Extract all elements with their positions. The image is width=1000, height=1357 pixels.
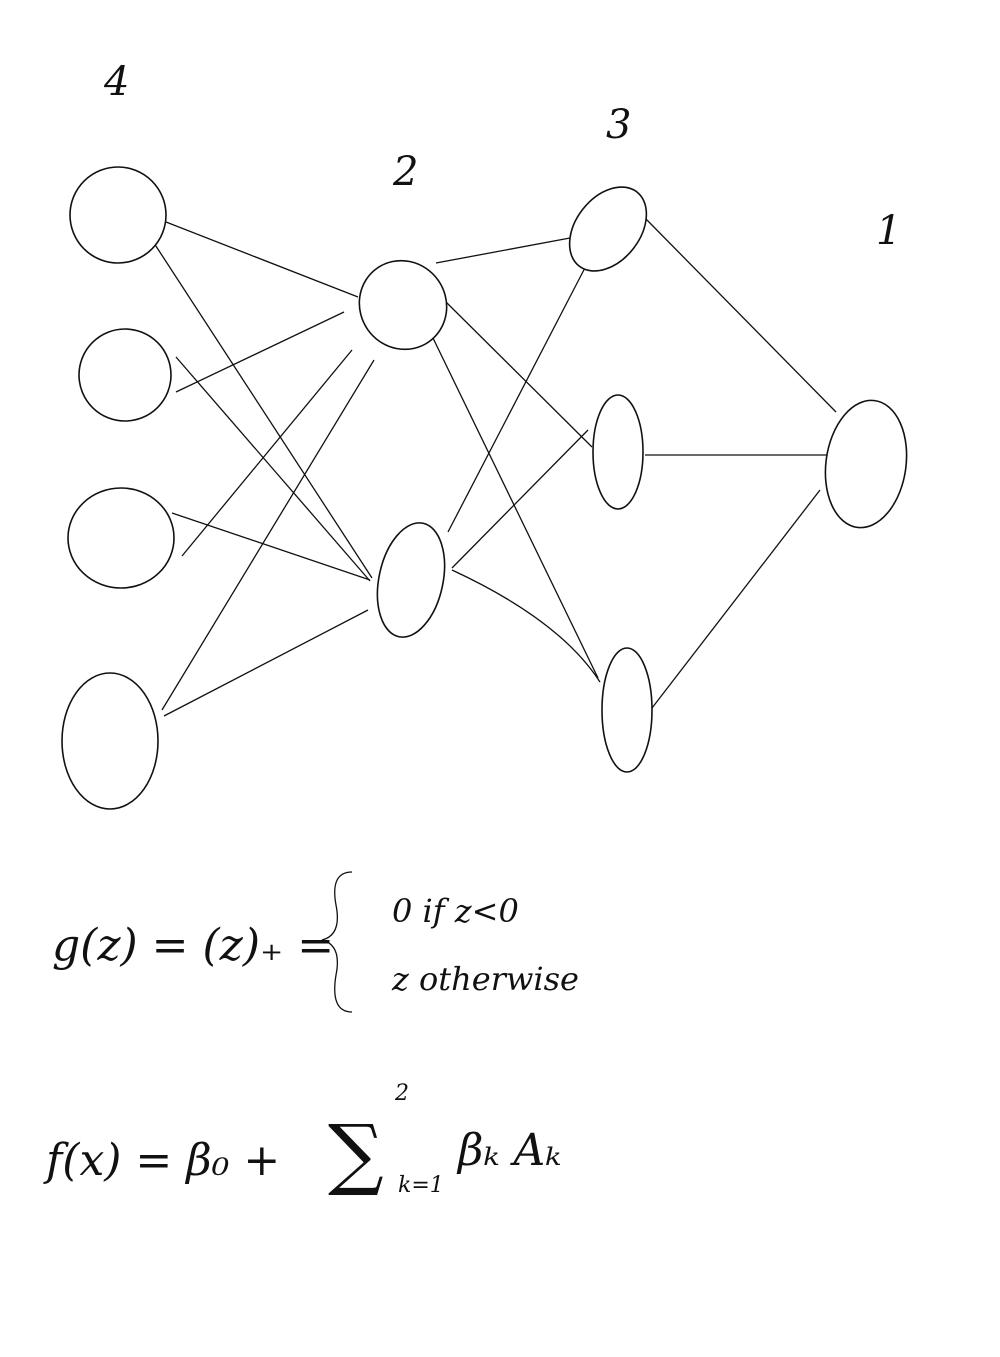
edge-l2n2-l3n2 bbox=[451, 429, 589, 569]
layer-input bbox=[61, 166, 175, 810]
activation-equation-lhs: g(z) = (z)₊ = bbox=[52, 920, 334, 971]
node-hidden1-2 bbox=[376, 522, 446, 638]
node-input-2 bbox=[78, 328, 172, 422]
edge-l2n1-l3n2 bbox=[445, 301, 593, 448]
node-input-3 bbox=[67, 487, 175, 589]
output-equation: f(x) = β₀ + 2 ∑ k=1 βₖ Aₖ bbox=[43, 1081, 561, 1199]
node-hidden2-3 bbox=[601, 647, 653, 773]
edge-l1n2-l2n1 bbox=[175, 311, 345, 393]
edge-l2n2-l3n1 bbox=[447, 261, 589, 533]
output-sum-symbol: ∑ bbox=[328, 1109, 384, 1199]
edge-l1n4-l2n2 bbox=[163, 609, 369, 717]
activation-equation: g(z) = (z)₊ = 0 if z<0 z otherwise bbox=[52, 871, 579, 1013]
layer-hidden-1 bbox=[358, 259, 448, 638]
layer-hidden-2 bbox=[568, 186, 653, 773]
layer-size-label-hidden-1: 2 bbox=[392, 149, 418, 195]
edge-l3n3-l4n1 bbox=[651, 489, 821, 709]
edge-l1n3-l2n2 bbox=[171, 512, 371, 581]
output-equation-lhs: f(x) = β₀ + bbox=[43, 1135, 280, 1186]
layer-size-label-hidden-2: 3 bbox=[606, 102, 631, 148]
edge-l3n1-l4n1 bbox=[644, 217, 837, 413]
node-input-1 bbox=[69, 166, 167, 264]
edge-l1n4-l2n1 bbox=[161, 359, 375, 711]
layer-size-label-output: 1 bbox=[876, 208, 901, 254]
edge-l2n1-l3n1 bbox=[435, 237, 571, 264]
layer-size-label-input: 4 bbox=[103, 59, 129, 105]
layer-output bbox=[824, 399, 908, 529]
edge-l2n2-l3n3 bbox=[451, 569, 601, 683]
edge-l1n2-l2n2 bbox=[175, 356, 371, 582]
edge-l1n1-l2n2 bbox=[151, 239, 373, 579]
node-hidden1-1 bbox=[358, 259, 448, 351]
output-sum-term: βₖ Aₖ bbox=[456, 1125, 561, 1176]
node-hidden2-2 bbox=[592, 394, 644, 510]
edge-l1n1-l2n1 bbox=[165, 221, 359, 298]
activation-case-negative: 0 if z<0 bbox=[392, 892, 519, 930]
node-input-4 bbox=[61, 672, 159, 810]
edge-l1n3-l2n1 bbox=[181, 349, 353, 557]
output-sum-lower-limit: k=1 bbox=[398, 1173, 444, 1198]
activation-case-otherwise: z otherwise bbox=[391, 960, 579, 998]
activation-brace bbox=[321, 871, 353, 1013]
edges bbox=[151, 217, 837, 717]
edge-l2n1-l3n3 bbox=[431, 335, 599, 679]
output-sum-upper-limit: 2 bbox=[394, 1081, 409, 1106]
node-output-1 bbox=[824, 399, 908, 529]
node-hidden2-1 bbox=[568, 186, 648, 272]
